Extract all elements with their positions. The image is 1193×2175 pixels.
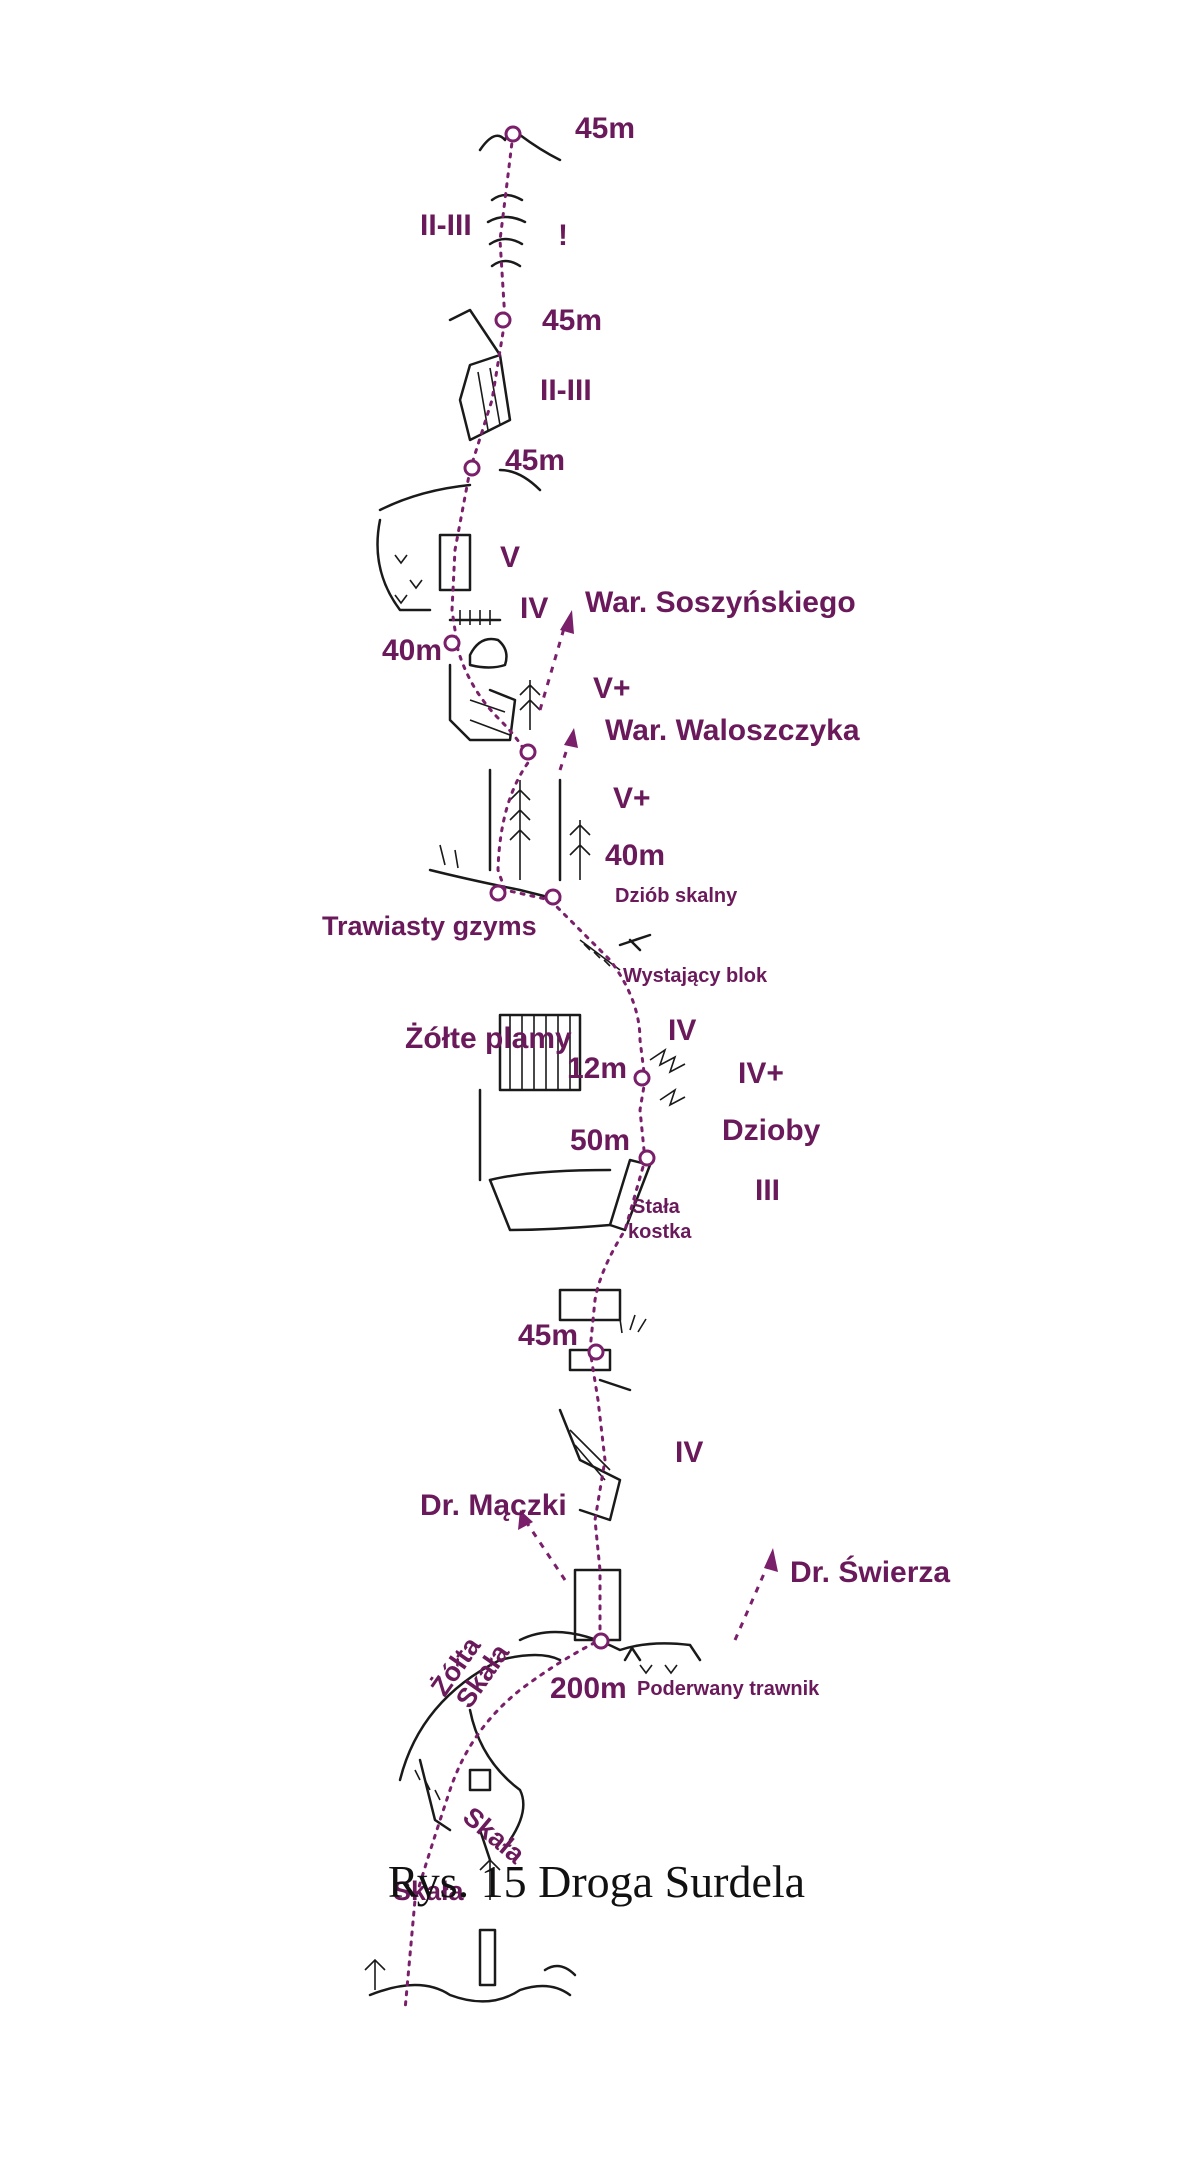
belay-station <box>633 1069 651 1087</box>
label-pitch-50: 50m <box>570 1124 630 1157</box>
figure-caption: Rys. 15 Droga Surdela <box>387 1856 806 1907</box>
belay-station <box>519 743 537 761</box>
belay-station <box>489 884 507 902</box>
label-var-waloszczyk: War. Waloszczyka <box>605 714 860 747</box>
label-grade-top: II-III <box>420 209 472 242</box>
label-var-soszynski: War. Soszyńskiego <box>585 586 856 619</box>
label-grade-iv-3: IV <box>675 1436 703 1469</box>
label-wystajacy-blok: Wystający blok <box>623 965 768 987</box>
arrow-swierza <box>733 1559 772 1641</box>
label-stala: Stała <box>632 1196 681 1218</box>
label-dr-maczki: Dr. Mączki <box>420 1489 567 1522</box>
variant-arrows <box>518 610 778 1641</box>
arrow-maczki <box>523 1519 567 1581</box>
label-grade-vplus-1: V+ <box>593 672 631 705</box>
label-pitch-2: 45m <box>542 304 602 337</box>
belay-station <box>592 1632 610 1650</box>
belay-station <box>463 459 481 477</box>
arrow-head <box>518 1510 533 1530</box>
label-skala-bottom: Skała <box>393 1876 465 1906</box>
label-grade-iv-2: IV <box>668 1014 696 1047</box>
arrow-soszynski <box>538 624 567 711</box>
arrow-head <box>560 610 574 634</box>
belay-station <box>504 125 522 143</box>
label-kostka: kostka <box>628 1221 692 1243</box>
label-exclamation: ! <box>558 219 568 252</box>
label-zolte-plamy: Żółte plamy <box>405 1022 572 1055</box>
label-pitch-200: 200m <box>550 1672 627 1705</box>
rock-linework <box>364 127 702 2003</box>
label-dzioby: Dzioby <box>722 1114 821 1147</box>
arrow-head <box>764 1548 778 1572</box>
arrow-head <box>564 728 578 748</box>
label-grade-ivplus: IV+ <box>738 1057 784 1090</box>
label-dr-swierza: Dr. Świerza <box>790 1555 950 1589</box>
label-pitch-12: 12m <box>567 1052 627 1085</box>
label-pitch-3: 45m <box>505 444 565 477</box>
label-grade-2: II-III <box>540 374 592 407</box>
label-trawiasty-gzyms: Trawiasty gzyms <box>322 911 537 941</box>
belay-station <box>443 634 461 652</box>
belay-stations <box>443 125 656 1650</box>
label-pitch-top: 45m <box>575 112 635 145</box>
belay-station <box>494 311 512 329</box>
pointer-mark <box>623 1646 642 1662</box>
belay-station <box>587 1343 605 1361</box>
label-grade-iv-1: IV <box>520 592 548 625</box>
label-grade-iii: III <box>755 1174 780 1207</box>
label-dziob-skalny: Dziób skalny <box>615 885 738 907</box>
label-poderwany-trawnik: Poderwany trawnik <box>637 1678 820 1700</box>
label-pitch-40-1: 40m <box>382 634 442 667</box>
label-grade-vplus-2: V+ <box>613 782 651 815</box>
label-grade-v: V <box>500 541 520 574</box>
belay-station <box>544 888 562 906</box>
label-pitch-45-low: 45m <box>518 1319 578 1352</box>
route-line <box>403 132 647 2012</box>
label-pitch-40-2: 40m <box>605 839 665 872</box>
belay-station <box>638 1149 656 1167</box>
